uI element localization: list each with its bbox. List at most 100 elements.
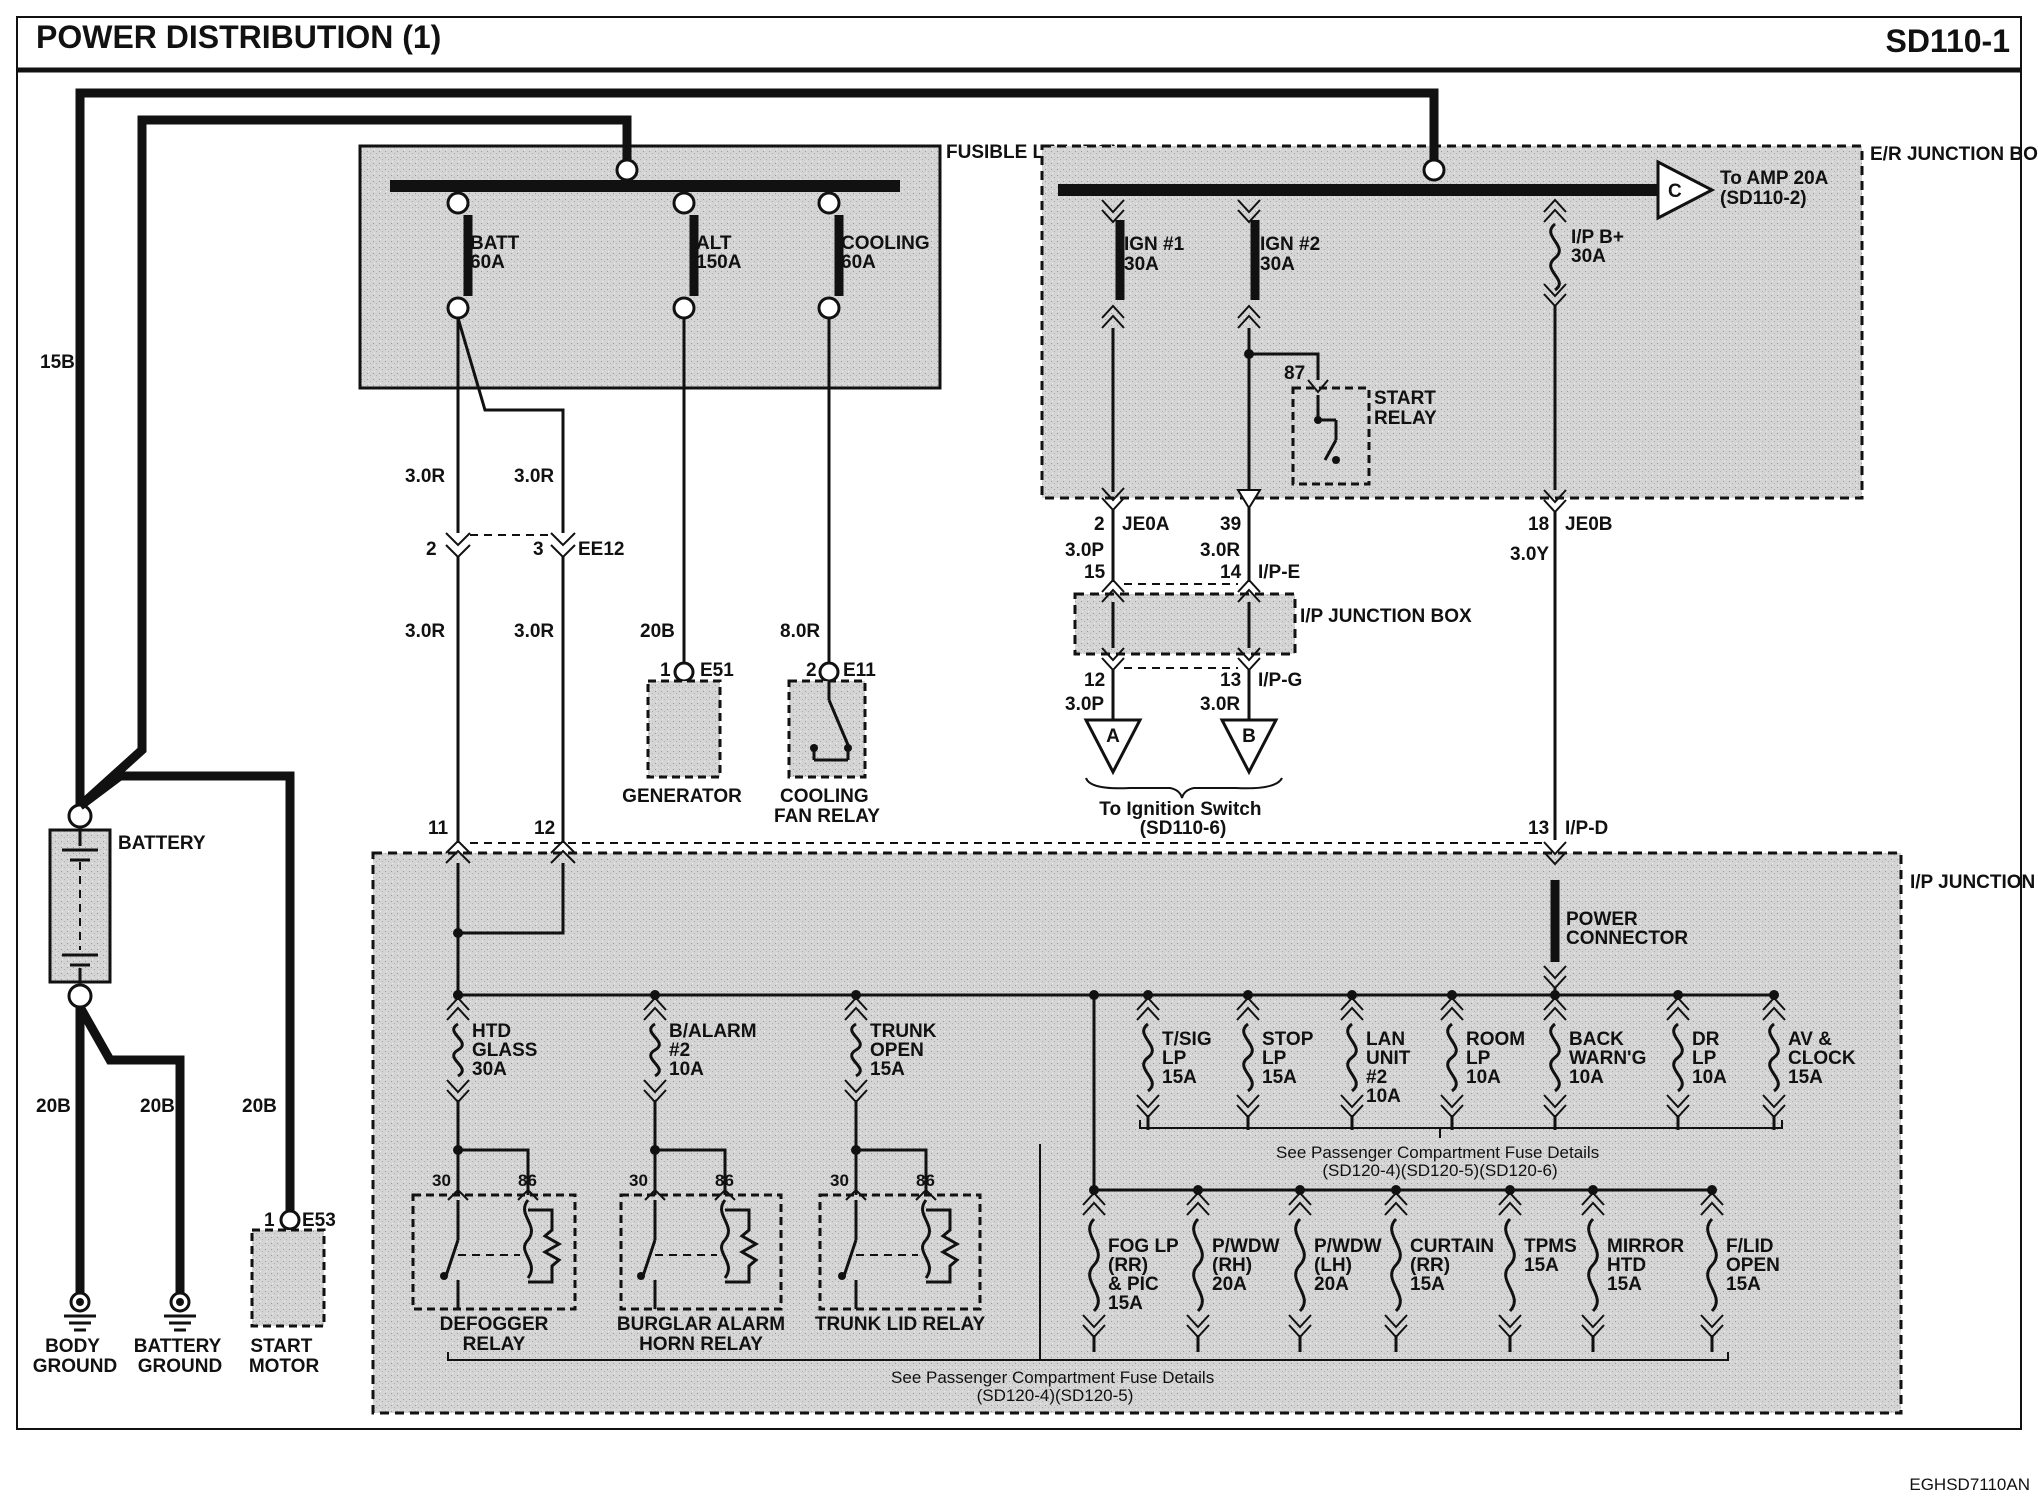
start-motor-feed <box>77 771 295 1212</box>
wire-30r-d: 3.0R <box>514 621 554 642</box>
upper-fuse-3-chev3 <box>1440 1094 1464 1109</box>
lower-fuse-4-dot <box>1505 1185 1515 1195</box>
er-junction-box <box>1040 144 1864 500</box>
cooling-fan-relay-label: COOLING FAN RELAY <box>774 786 880 827</box>
wire-30r-a: 3.0R <box>405 466 445 487</box>
generator-box <box>646 679 722 779</box>
upper-fuse-2-label-line: LAN <box>1366 1029 1405 1050</box>
lower-fuse-4-body <box>1504 1217 1516 1313</box>
upper-fuse-1-chev3 <box>1236 1094 1260 1109</box>
lower-see-note: See Passenger Compartment Fuse Details (… <box>891 1368 1219 1405</box>
lower-fuse-0-chev1 <box>1082 1191 1106 1206</box>
lower-fuse-2-chev2 <box>1288 1201 1312 1216</box>
upper-fuse-0-body <box>1142 1022 1154 1093</box>
je0a-pin2: 2 <box>1094 514 1105 535</box>
fusible-feed-node <box>615 158 639 182</box>
relay-2-fuse-label-line: TRUNK <box>870 1021 937 1042</box>
ipb-fuse-label: I/P B+ 30A <box>1571 227 1629 267</box>
power-connector-label: POWER CONNECTOR <box>1566 909 1688 949</box>
relay-1-coil <box>720 1199 730 1279</box>
lower-fuse-2-label-line: 20A <box>1314 1274 1349 1295</box>
page-frame <box>16 16 2022 1430</box>
ipb-fuse <box>1543 198 1567 866</box>
ign1-fuse <box>1101 199 1125 512</box>
ipg-connector: I/P-G <box>1258 670 1302 691</box>
upper-fuse-1-label-line: LP <box>1262 1048 1287 1069</box>
ign-switch-a-triangle <box>1083 718 1143 776</box>
wire-30r-e: 3.0R <box>1200 540 1240 561</box>
lower-fuse-5-label-line: 15A <box>1607 1274 1642 1295</box>
je0b-connector: JE0B <box>1565 514 1613 535</box>
lower-fuse-4-label-line: 15A <box>1524 1255 1559 1276</box>
e53-node <box>279 1209 301 1231</box>
relay-0-name-line: DEFOGGER <box>440 1314 549 1335</box>
upper-fuse-4-chev3 <box>1543 1094 1567 1109</box>
amp-ref-text: To AMP 20A (SD110-2) <box>1720 168 1833 209</box>
upper-fuse-5-label-line: 10A <box>1692 1067 1727 1088</box>
lower-fuse-2-chev3 <box>1288 1314 1312 1329</box>
fuse-cooling-label: COOLING 60A <box>841 233 935 273</box>
relay-1-name-line: BURGLAR ALARM <box>617 1314 785 1335</box>
e11-pin: 2 <box>806 660 817 681</box>
relay-0-resistor <box>528 1208 563 1284</box>
start-motor-box <box>250 1228 326 1328</box>
upper-fuse-6-chev3 <box>1762 1094 1786 1109</box>
lower-fuse-5-label-line: MIRROR <box>1607 1236 1684 1257</box>
fusible-link-cooling <box>817 191 844 320</box>
upper-fuse-2-dot <box>1347 990 1357 1000</box>
page-code: SD110-1 <box>1885 23 2010 59</box>
fuse-alt-label: ALT 150A <box>696 233 742 273</box>
ign-switch-a-letter: A <box>1106 726 1120 747</box>
drawing-id: EGHSD7110AN <box>1909 1475 2030 1494</box>
lower-fuse-6-label-line: 15A <box>1726 1274 1761 1295</box>
relay-2-bus-dot <box>851 990 861 1000</box>
relay-2-name-line: TRUNK LID RELAY <box>815 1314 986 1335</box>
relay-2-pin86: 86 <box>916 1171 935 1190</box>
lower-fuse-0-chev2 <box>1082 1201 1106 1216</box>
ipd-connector: I/P-D <box>1565 818 1608 839</box>
relay-1-name-line: HORN RELAY <box>639 1334 763 1355</box>
wire-30r-f: 3.0R <box>1200 694 1240 715</box>
start-motor-label: START MOTOR <box>249 1336 320 1377</box>
battery-ground-label: BATTERY GROUND <box>134 1336 227 1377</box>
upper-fuse-3-chev1 <box>1440 996 1464 1011</box>
start-relay-feed <box>1249 352 1320 380</box>
lower-fuse-1-chev1 <box>1186 1191 1210 1206</box>
relay-0-sw-blade <box>444 1239 460 1277</box>
relay-2-sw-contact <box>838 1272 846 1280</box>
relay-1-box <box>619 1193 783 1311</box>
relay-1-fuse-chev3 <box>643 1079 667 1094</box>
lower-fuse-5-chev2 <box>1581 1201 1605 1216</box>
je0a-pin39: 39 <box>1220 514 1241 535</box>
page-title: POWER DISTRIBUTION (1) <box>36 19 441 55</box>
upper-fuse-3-chev2 <box>1440 1006 1464 1021</box>
battery-neg-node <box>67 983 93 1009</box>
relay-0-pin86: 86 <box>518 1171 537 1190</box>
upper-fuse-6-chev1 <box>1762 996 1786 1011</box>
lower-fuse-0-label-line: & PIC <box>1108 1274 1159 1295</box>
upper-fuse-4-chev2 <box>1543 1006 1567 1021</box>
generator-label: GENERATOR <box>622 786 742 807</box>
relay-0-sw-contact <box>440 1272 448 1280</box>
upper-fuse-1-label-line: 15A <box>1262 1067 1297 1088</box>
lower-fuse-6-chev1 <box>1700 1191 1724 1206</box>
battery-symbol <box>62 830 98 982</box>
e53-connector: E53 <box>302 1210 336 1231</box>
small-ip-junction-wires <box>1101 508 1261 720</box>
er-junction-box-label: E/R JUNCTION BOX <box>1870 144 2038 165</box>
ip-junction-box-main <box>371 851 1903 1415</box>
lower-fuse-0-label-line: (RR) <box>1108 1255 1148 1276</box>
ipe-connector: I/P-E <box>1258 562 1300 583</box>
relay-1-pin86: 86 <box>715 1171 734 1190</box>
relay-0-fuse-label-line: HTD <box>472 1021 511 1042</box>
ee12-pin3: 3 <box>533 539 544 560</box>
relay-2-fuse-label-line: OPEN <box>870 1040 924 1061</box>
relay-2-pin0-chev <box>845 1188 867 1201</box>
lower-fuse-0-body <box>1088 1217 1100 1313</box>
lower-fuse-5-chev1 <box>1581 1191 1605 1206</box>
